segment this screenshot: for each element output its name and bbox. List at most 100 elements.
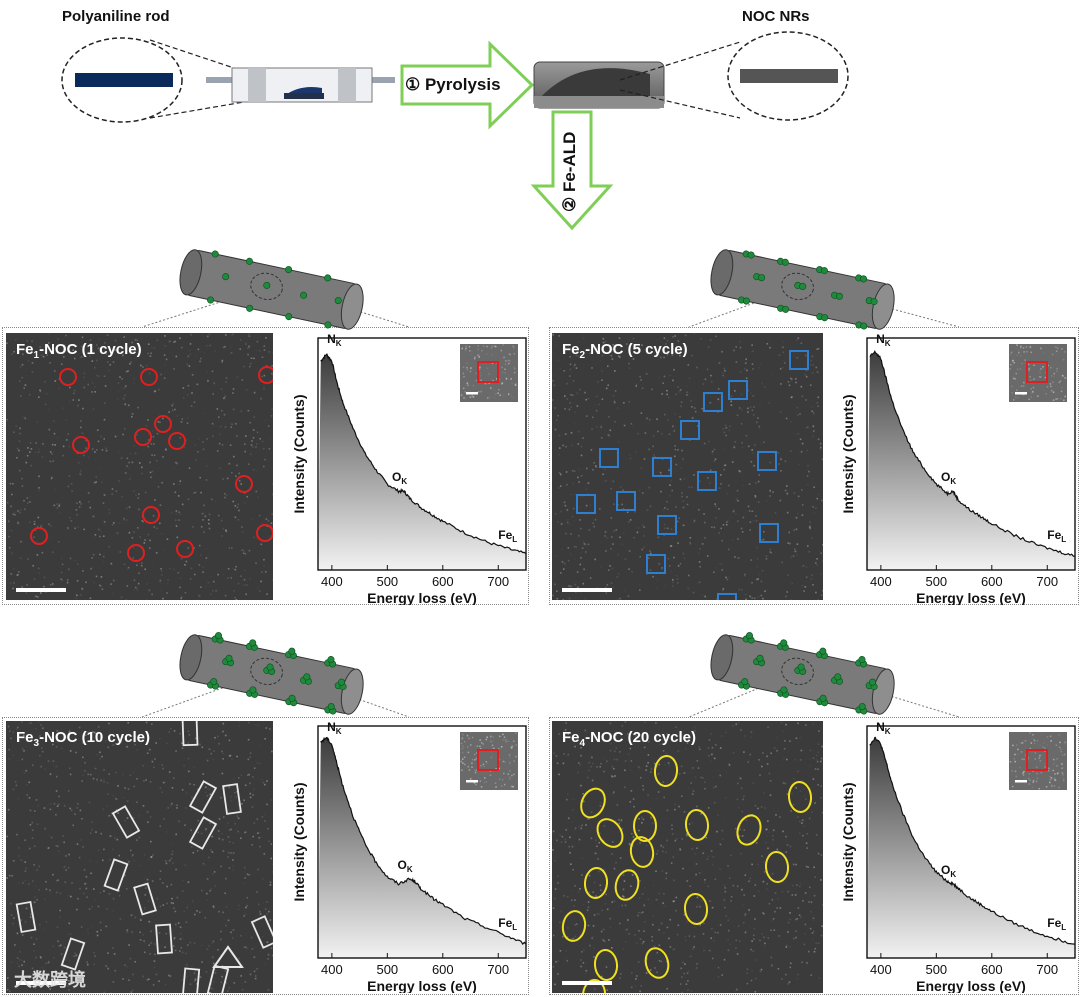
x-tick-label: 500	[376, 574, 398, 589]
fe-cluster-marker	[140, 368, 158, 386]
spectrum-area	[867, 737, 1075, 958]
fe-cluster-marker	[596, 818, 624, 848]
fe-cluster-marker	[580, 787, 606, 819]
fe-cluster-marker	[235, 475, 253, 493]
fe-cluster-marker	[103, 858, 129, 892]
noc-nanorod	[740, 69, 838, 83]
nanorod-cylinder	[710, 249, 895, 330]
panel-frame	[2, 717, 529, 995]
fe-cluster-marker	[168, 432, 186, 450]
fe-atom	[742, 297, 750, 305]
spectrum-area	[318, 737, 526, 958]
watermark: 大数跨境	[14, 970, 86, 990]
fe-atom	[745, 632, 753, 640]
fe-atom	[780, 639, 788, 647]
fe-cluster-marker	[576, 494, 596, 514]
fe-atom	[210, 678, 218, 686]
fe-atom	[249, 686, 257, 694]
fe-l-edge-label: FeL	[498, 916, 517, 932]
haadf-stem-image: Fe1-NOC (1 cycle)	[6, 333, 273, 600]
fe-atom	[214, 632, 222, 640]
spectrum-line	[320, 353, 527, 555]
fe-cluster-marker	[142, 506, 160, 524]
fe-cluster-marker	[764, 851, 790, 883]
fe-cluster-marker	[181, 721, 199, 747]
fe-cluster-marker	[614, 869, 640, 901]
fe-atom	[741, 678, 749, 686]
fe-cluster-marker	[697, 471, 717, 491]
inset-highlight-box	[1026, 361, 1048, 383]
inset-highlight-box	[477, 361, 499, 383]
fe-atom	[819, 647, 827, 655]
fe-atom	[821, 314, 829, 322]
tube-furnace	[206, 67, 395, 103]
fe-atom	[285, 266, 293, 274]
spectrum-line	[869, 736, 1076, 945]
fe-cluster-marker	[212, 945, 244, 968]
nanorod-cylinder	[710, 632, 895, 715]
n-k-edge-label: NK	[327, 332, 342, 348]
fe-l-edge-label: FeL	[498, 528, 517, 544]
fe-atom	[860, 275, 868, 283]
fe-atom	[288, 647, 296, 655]
o-k-edge-label: OK	[398, 858, 413, 874]
fe-cluster-marker	[757, 451, 777, 471]
scale-bar	[16, 981, 66, 985]
noc-nrs-label: NOC NRs	[742, 8, 810, 25]
spectrum-area	[318, 354, 526, 570]
n-k-edge-label: NK	[876, 720, 891, 736]
x-tick-label: 500	[925, 574, 947, 589]
haadf-stem-image: Fe2-NOC (5 cycle)	[552, 333, 823, 600]
fe-cluster-marker	[188, 780, 218, 814]
fe-atom	[797, 663, 805, 671]
x-tick-label: 400	[321, 962, 343, 977]
fe-cluster-marker	[133, 882, 157, 916]
scale-bar	[16, 588, 66, 592]
fe-cluster-marker	[787, 781, 813, 813]
fe-cluster-marker	[629, 836, 655, 868]
x-tick-label: 600	[432, 962, 454, 977]
spectrum-area	[867, 351, 1075, 570]
panel-title: Fe1-NOC (1 cycle)	[16, 341, 142, 361]
fe-cluster-marker	[154, 415, 172, 433]
fe-cluster-marker	[188, 816, 218, 850]
fe-atom	[225, 654, 233, 662]
y-axis-label: Intensity (Counts)	[840, 783, 856, 902]
fe-atom	[288, 694, 296, 702]
fe-cluster-marker	[736, 814, 762, 846]
x-tick-label: 600	[981, 574, 1003, 589]
fe-atom	[300, 291, 308, 299]
o-k-edge-label: OK	[941, 863, 956, 879]
fe-cluster-marker	[111, 805, 141, 839]
fe-cluster-marker	[222, 783, 242, 815]
y-axis-label: Intensity (Counts)	[840, 395, 856, 514]
fe-cluster-marker	[646, 554, 666, 574]
fe-cluster-marker	[134, 428, 152, 446]
fe-atom	[780, 686, 788, 694]
x-tick-label: 700	[1036, 574, 1058, 589]
fe-atom	[207, 296, 215, 304]
y-axis-label: Intensity (Counts)	[291, 395, 307, 514]
scale-bar	[562, 588, 612, 592]
fe-atom	[870, 298, 878, 306]
fe-cluster-marker	[155, 923, 173, 955]
x-axis-label: Energy loss (eV)	[367, 978, 477, 993]
panel-title: Fe3-NOC (10 cycle)	[16, 729, 150, 749]
fe-atom	[860, 322, 868, 330]
fe-cluster-marker	[759, 523, 779, 543]
fe-cluster-marker	[789, 350, 809, 370]
fe-cluster-marker	[652, 457, 672, 477]
panel-frame	[549, 327, 1079, 605]
fe-atom	[820, 267, 828, 275]
fe-cluster-marker	[680, 420, 700, 440]
polyaniline-rod-label: Polyaniline rod	[62, 8, 170, 25]
fe-atom	[303, 673, 311, 681]
fe-cluster-marker	[633, 810, 657, 842]
process-scheme	[61, 31, 849, 231]
fe-atom	[324, 274, 332, 282]
fe-atom	[337, 678, 345, 686]
fe-atom	[835, 292, 843, 300]
